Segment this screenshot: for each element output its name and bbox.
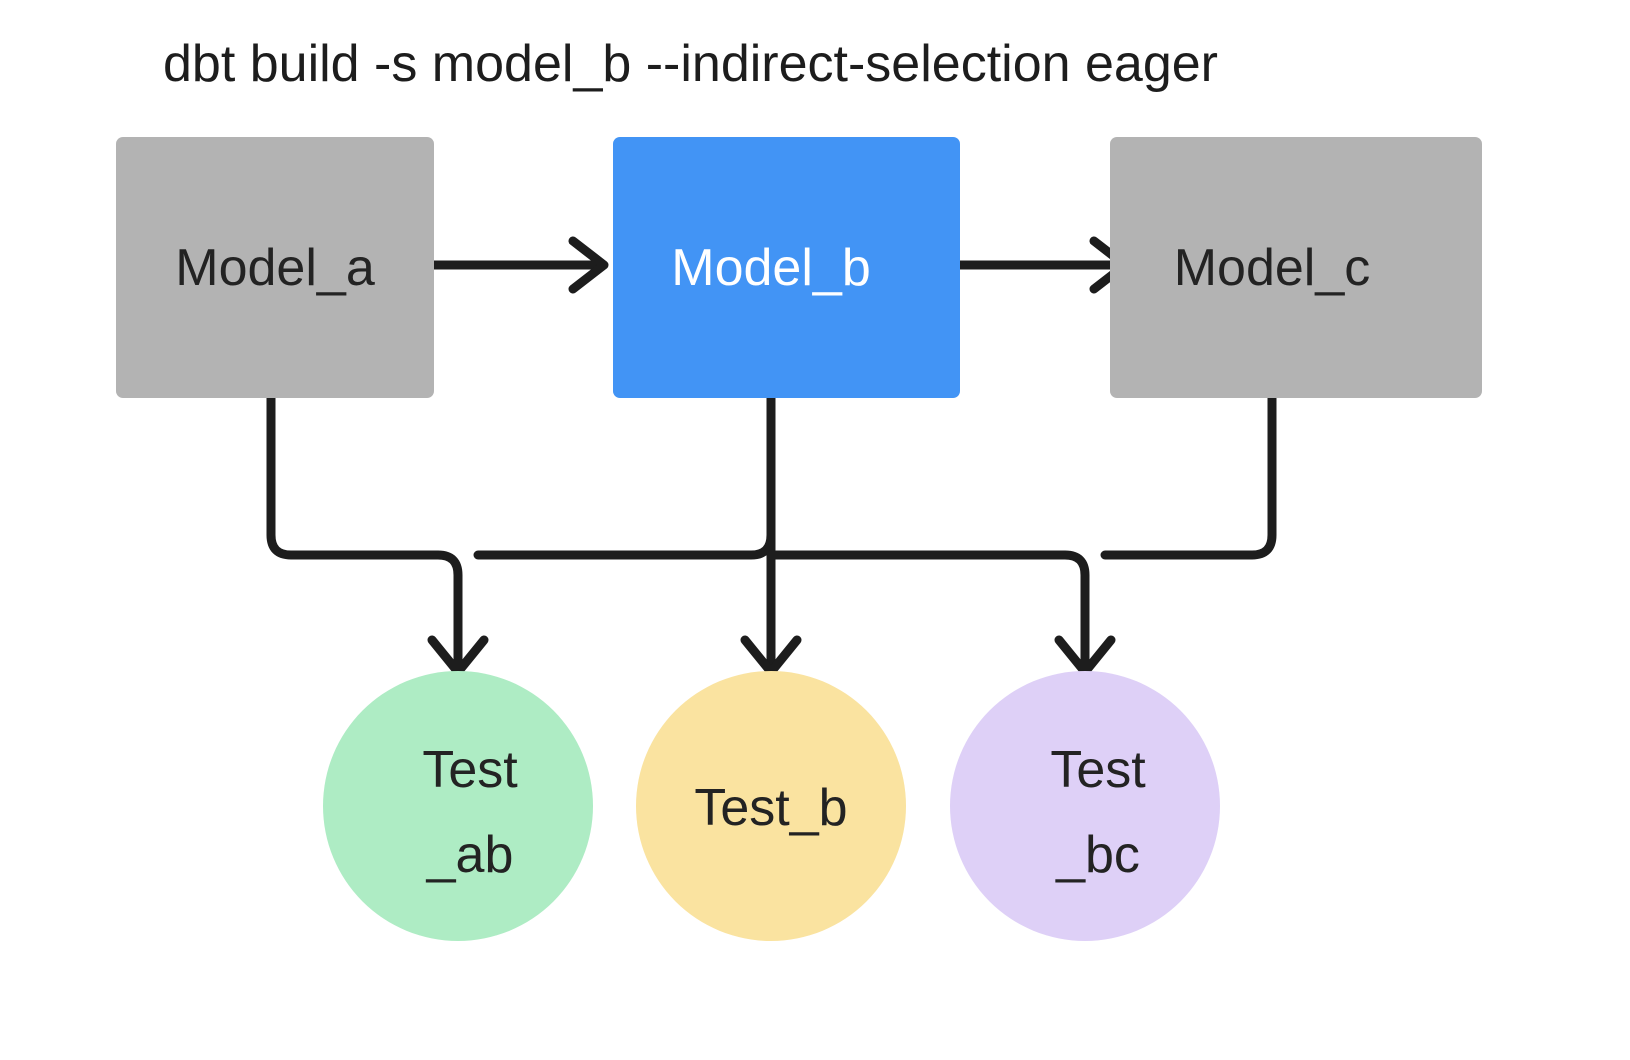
test-b-shape[interactable] <box>636 671 906 941</box>
node-model-b[interactable]: Model_b <box>613 137 960 398</box>
test-bc-label-line2: _bc <box>1055 826 1140 884</box>
edge-model-a-to-model-b <box>429 236 609 294</box>
node-test-bc[interactable]: Test _bc <box>950 671 1220 941</box>
edge-model-a-to-test-ab <box>266 393 489 677</box>
model-c-label: Model_c <box>1174 239 1371 297</box>
model-b-shape[interactable] <box>613 137 960 398</box>
node-test-b[interactable]: Test_b <box>636 671 906 941</box>
node-test-ab[interactable]: Test _ab <box>323 671 593 941</box>
test-bc-label-line1: Test <box>1050 741 1146 799</box>
edge-model-b-to-test-ab <box>473 393 776 560</box>
edge-model-b-to-test-bc <box>766 550 1116 677</box>
edge-model-b-to-test-b <box>740 393 802 677</box>
test-b-label-line1: Test_b <box>694 779 847 837</box>
edge-model-b-to-model-c <box>955 236 1130 294</box>
edge-model-c-to-test-bc <box>1100 393 1277 560</box>
model-a-shape[interactable] <box>116 137 434 398</box>
test-ab-label-line2: _ab <box>426 826 514 884</box>
model-c-shape[interactable] <box>1110 137 1482 398</box>
model-b-label: Model_b <box>671 239 870 297</box>
test-ab-label-line1: Test <box>422 741 518 799</box>
test-bc-shape[interactable] <box>950 671 1220 941</box>
node-model-a[interactable]: Model_a <box>116 137 434 398</box>
model-a-label: Model_a <box>175 239 375 297</box>
node-model-c[interactable]: Model_c <box>1110 137 1482 398</box>
diagram-title: dbt build -s model_b --indirect-selectio… <box>163 35 1218 93</box>
test-ab-shape[interactable] <box>323 671 593 941</box>
